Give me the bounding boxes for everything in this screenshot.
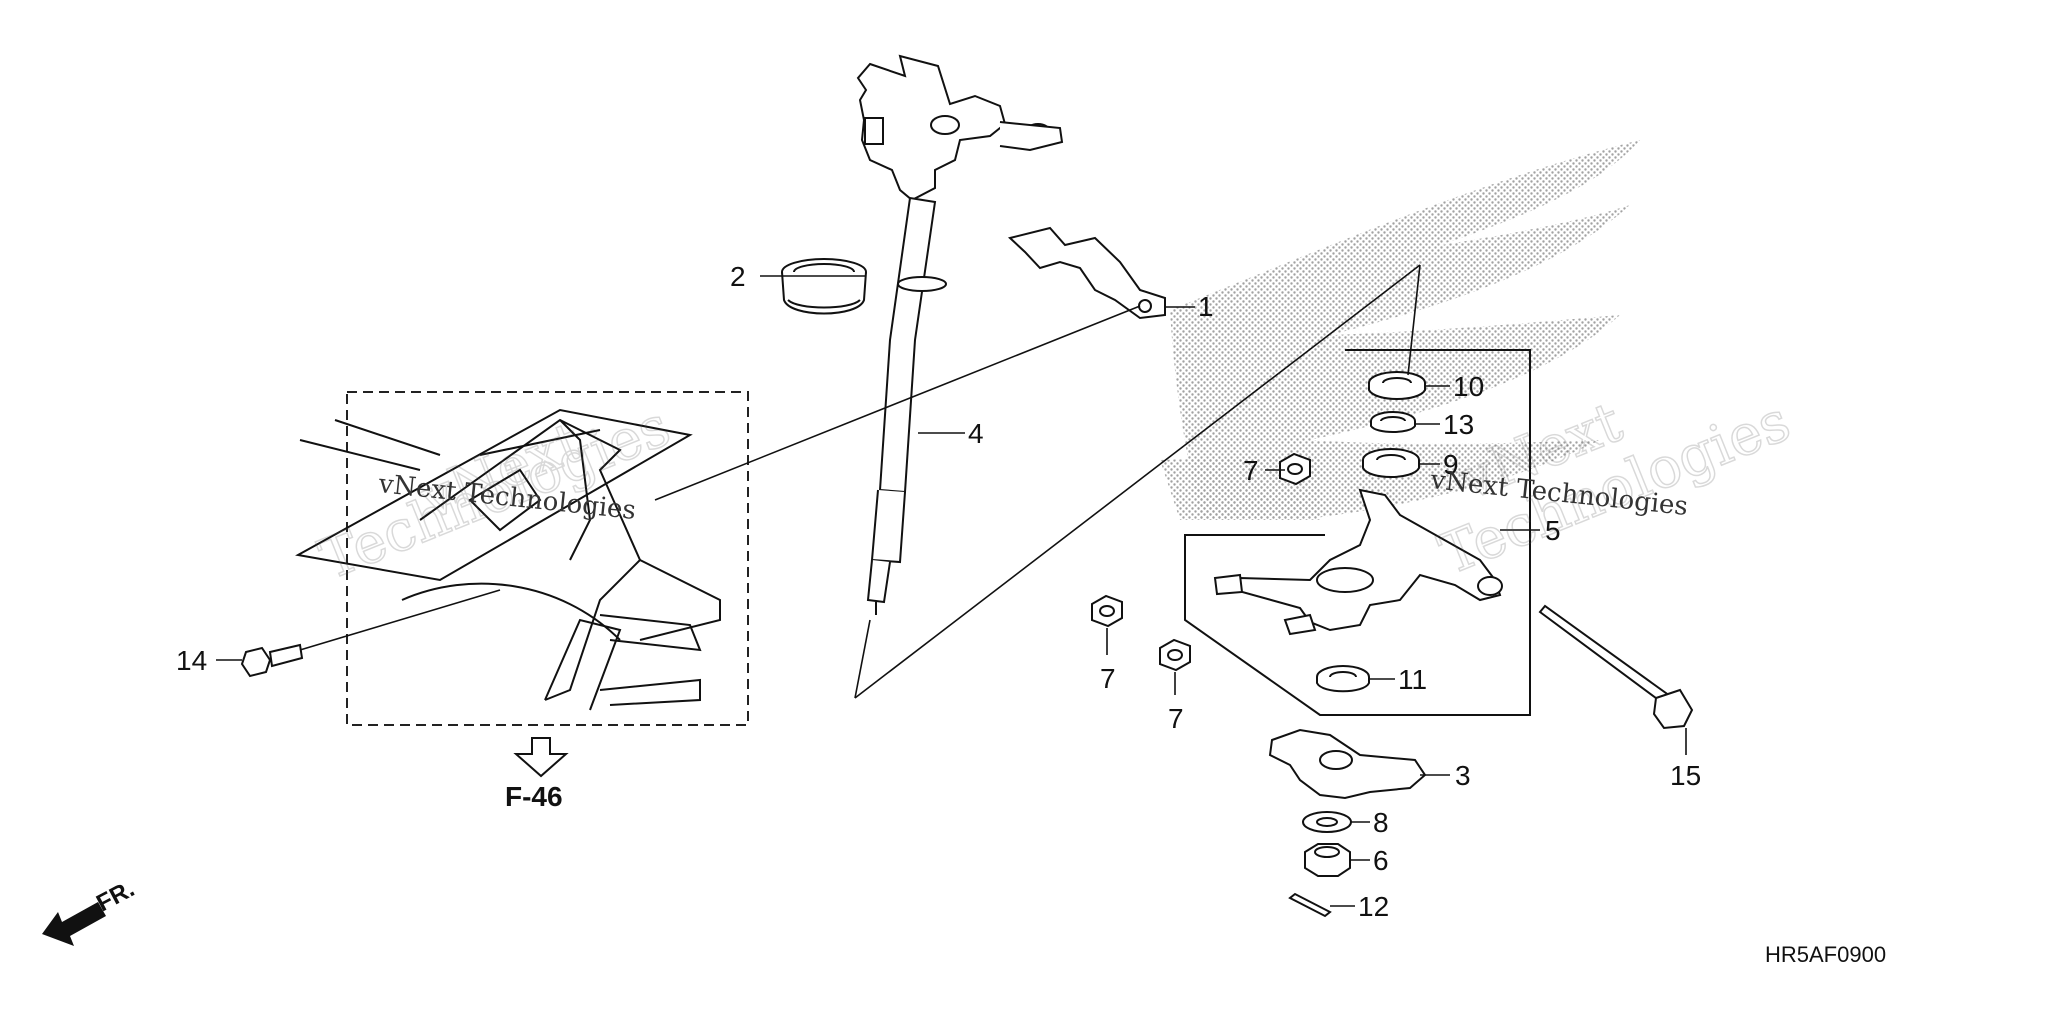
frame-detail-box [295, 391, 749, 726]
callout-5: 5 [1545, 515, 1561, 546]
callout-7c: 7 [1168, 703, 1184, 734]
callout-12: 12 [1358, 891, 1389, 922]
steering-arm-part-3 [1268, 728, 1427, 800]
bearing-part-9 [1362, 448, 1420, 478]
callout-6: 6 [1373, 845, 1389, 876]
callout-7b: 7 [1100, 663, 1116, 694]
callout-8: 8 [1373, 807, 1389, 838]
reference-arrow-icon [513, 737, 569, 778]
seal-part-13 [1370, 411, 1416, 433]
flange-nut-part-7a [1279, 452, 1311, 486]
callout-13: 13 [1443, 409, 1474, 440]
callout-3: 3 [1455, 760, 1471, 791]
bolt-part-15 [1538, 604, 1694, 730]
leader-lines [216, 264, 1687, 907]
front-direction-arrow-icon [42, 902, 106, 946]
flange-nut-part-7c [1159, 638, 1191, 672]
steering-shaft-part [856, 54, 1064, 615]
flange-nut-part-7b [1091, 594, 1123, 628]
cotter-pin-part-12 [1288, 892, 1332, 918]
lower-arm-part [1213, 488, 1503, 636]
lower-arm-group-outline [1184, 349, 1531, 716]
callout-2: 2 [730, 261, 746, 292]
callout-9: 9 [1443, 449, 1459, 480]
callout-7a: 7 [1243, 455, 1259, 486]
seal-part-11 [1316, 665, 1370, 693]
callout-11: 11 [1398, 664, 1427, 695]
callout-1: 1 [1198, 291, 1214, 322]
callout-15: 15 [1670, 760, 1701, 791]
callout-4: 4 [968, 418, 984, 449]
steering-clamp-part [1007, 226, 1166, 320]
castle-nut-part-6 [1304, 843, 1351, 877]
bolt-part-14 [240, 643, 304, 678]
diagram-code: HR5AF0900 [1765, 942, 1886, 967]
reference-label: F-46 [505, 781, 563, 812]
callout-labels: 1 2 3 4 5 6 7 7 7 8 9 10 11 12 13 14 15 [176, 261, 1701, 922]
bearing-part-10 [1368, 371, 1426, 400]
callout-10: 10 [1453, 371, 1484, 402]
callout-14: 14 [176, 645, 207, 676]
dust-seal-part [781, 258, 867, 315]
washer-part-8 [1302, 811, 1352, 833]
